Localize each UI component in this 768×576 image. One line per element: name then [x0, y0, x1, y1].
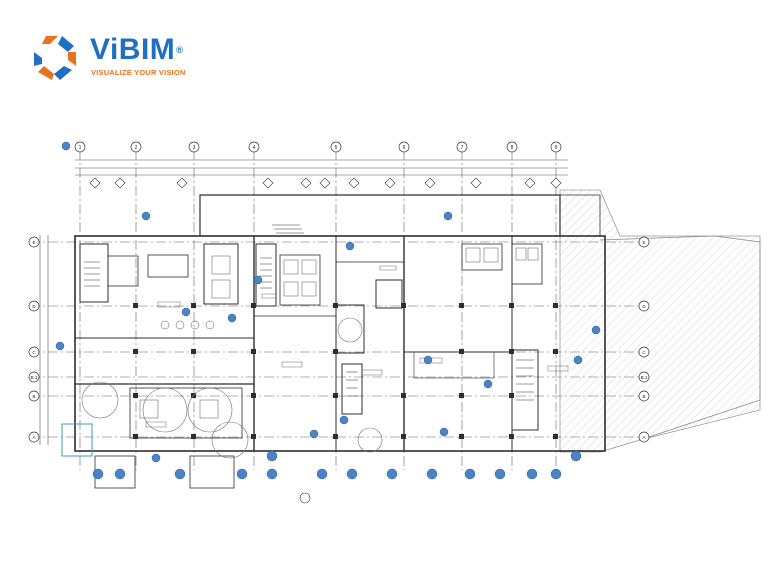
logo-wordmark: ViBIM®: [90, 33, 184, 66]
adjacent-site-hatch: [559, 189, 761, 453]
grid-column-4: 4: [253, 145, 256, 151]
door-swings: [81, 317, 383, 459]
grid-row-e-left: E: [32, 240, 35, 245]
grid-row-a-right: A: [642, 435, 645, 440]
grid-row-b1-right: B.1: [641, 375, 648, 380]
grid-row-b-right: B: [642, 394, 645, 399]
grid-row-d-left: D: [32, 304, 36, 309]
section-markers-bottom: [92, 450, 582, 480]
structural-columns: [133, 303, 558, 439]
grid-column-6: 6: [403, 145, 406, 151]
right-site-boundary: [599, 235, 761, 441]
logo-tagline: VISUALIZE YOUR VISION: [91, 68, 186, 77]
room-tags: [145, 265, 569, 428]
grid-bubbles-top: [74, 141, 562, 153]
tag-bubbles: [55, 141, 601, 463]
grid-row-c-right: C: [642, 350, 646, 355]
grid-row-b-left: B: [32, 394, 35, 399]
grid-column-9: 9: [555, 145, 558, 151]
grid-column-3: 3: [193, 145, 196, 151]
vibim-logo-icon: [34, 36, 76, 80]
grid-bubble-labels-top: 1 2 3 4 5 6 7 8 9: [79, 145, 558, 151]
grid-column-2: 2: [135, 145, 138, 151]
grid-row-e-right: E: [642, 240, 645, 245]
grid-column-7: 7: [461, 145, 464, 151]
furniture: [139, 247, 539, 419]
dimension-lines: [39, 159, 568, 445]
grid-lines-horizontal: [30, 241, 640, 438]
grid-row-d-right: D: [642, 304, 646, 309]
vibim-logo: ViBIM® VISUALIZE YOUR VISION: [28, 30, 208, 86]
building-walls: [61, 194, 606, 489]
grid-row-b1-left: B.1: [31, 375, 38, 380]
grid-row-c-left: C: [32, 350, 36, 355]
section-markers-top: [89, 177, 562, 189]
grid-bubble-labels-sides: E D C B.1 B A E D C B.1 B A: [31, 240, 648, 440]
grid-bubbles-sides: [28, 236, 650, 443]
grid-column-8: 8: [511, 145, 514, 151]
grid-column-5: 5: [335, 145, 338, 151]
grid-row-a-left: A: [32, 435, 35, 440]
section-marker-bottom-center: [299, 492, 311, 504]
stairs: [84, 224, 534, 401]
grid-column-1: 1: [79, 145, 82, 151]
